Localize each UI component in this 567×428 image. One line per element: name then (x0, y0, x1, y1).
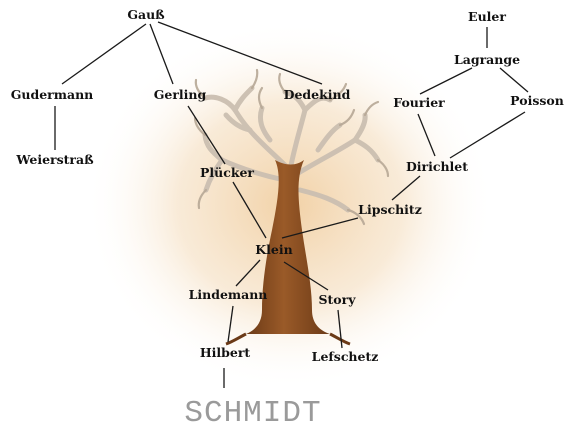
node-gauss: Gauß (127, 7, 165, 22)
node-pluecker: Plücker (200, 165, 254, 180)
node-dirichlet: Dirichlet (406, 159, 468, 174)
node-poisson: Poisson (510, 93, 564, 108)
node-story: Story (319, 292, 357, 307)
node-dedekind: Dedekind (284, 87, 351, 102)
node-euler: Euler (468, 9, 506, 24)
edge-lagrange-poisson (500, 68, 528, 92)
edge-gauss-gudermann (62, 24, 146, 84)
node-gudermann: Gudermann (11, 87, 94, 102)
node-lipschitz: Lipschitz (358, 202, 422, 217)
node-gerling: Gerling (154, 87, 207, 102)
node-lagrange: Lagrange (454, 52, 520, 67)
node-klein: Klein (255, 242, 292, 257)
node-lefschetz: Lefschetz (312, 349, 379, 364)
node-hilbert: Hilbert (200, 345, 251, 360)
node-weierstrass: Weierstraß (15, 152, 94, 167)
node-lindemann: Lindemann (189, 287, 268, 302)
node-fourier: Fourier (393, 95, 445, 110)
node-schmidt: SCHMIDT (184, 396, 321, 428)
